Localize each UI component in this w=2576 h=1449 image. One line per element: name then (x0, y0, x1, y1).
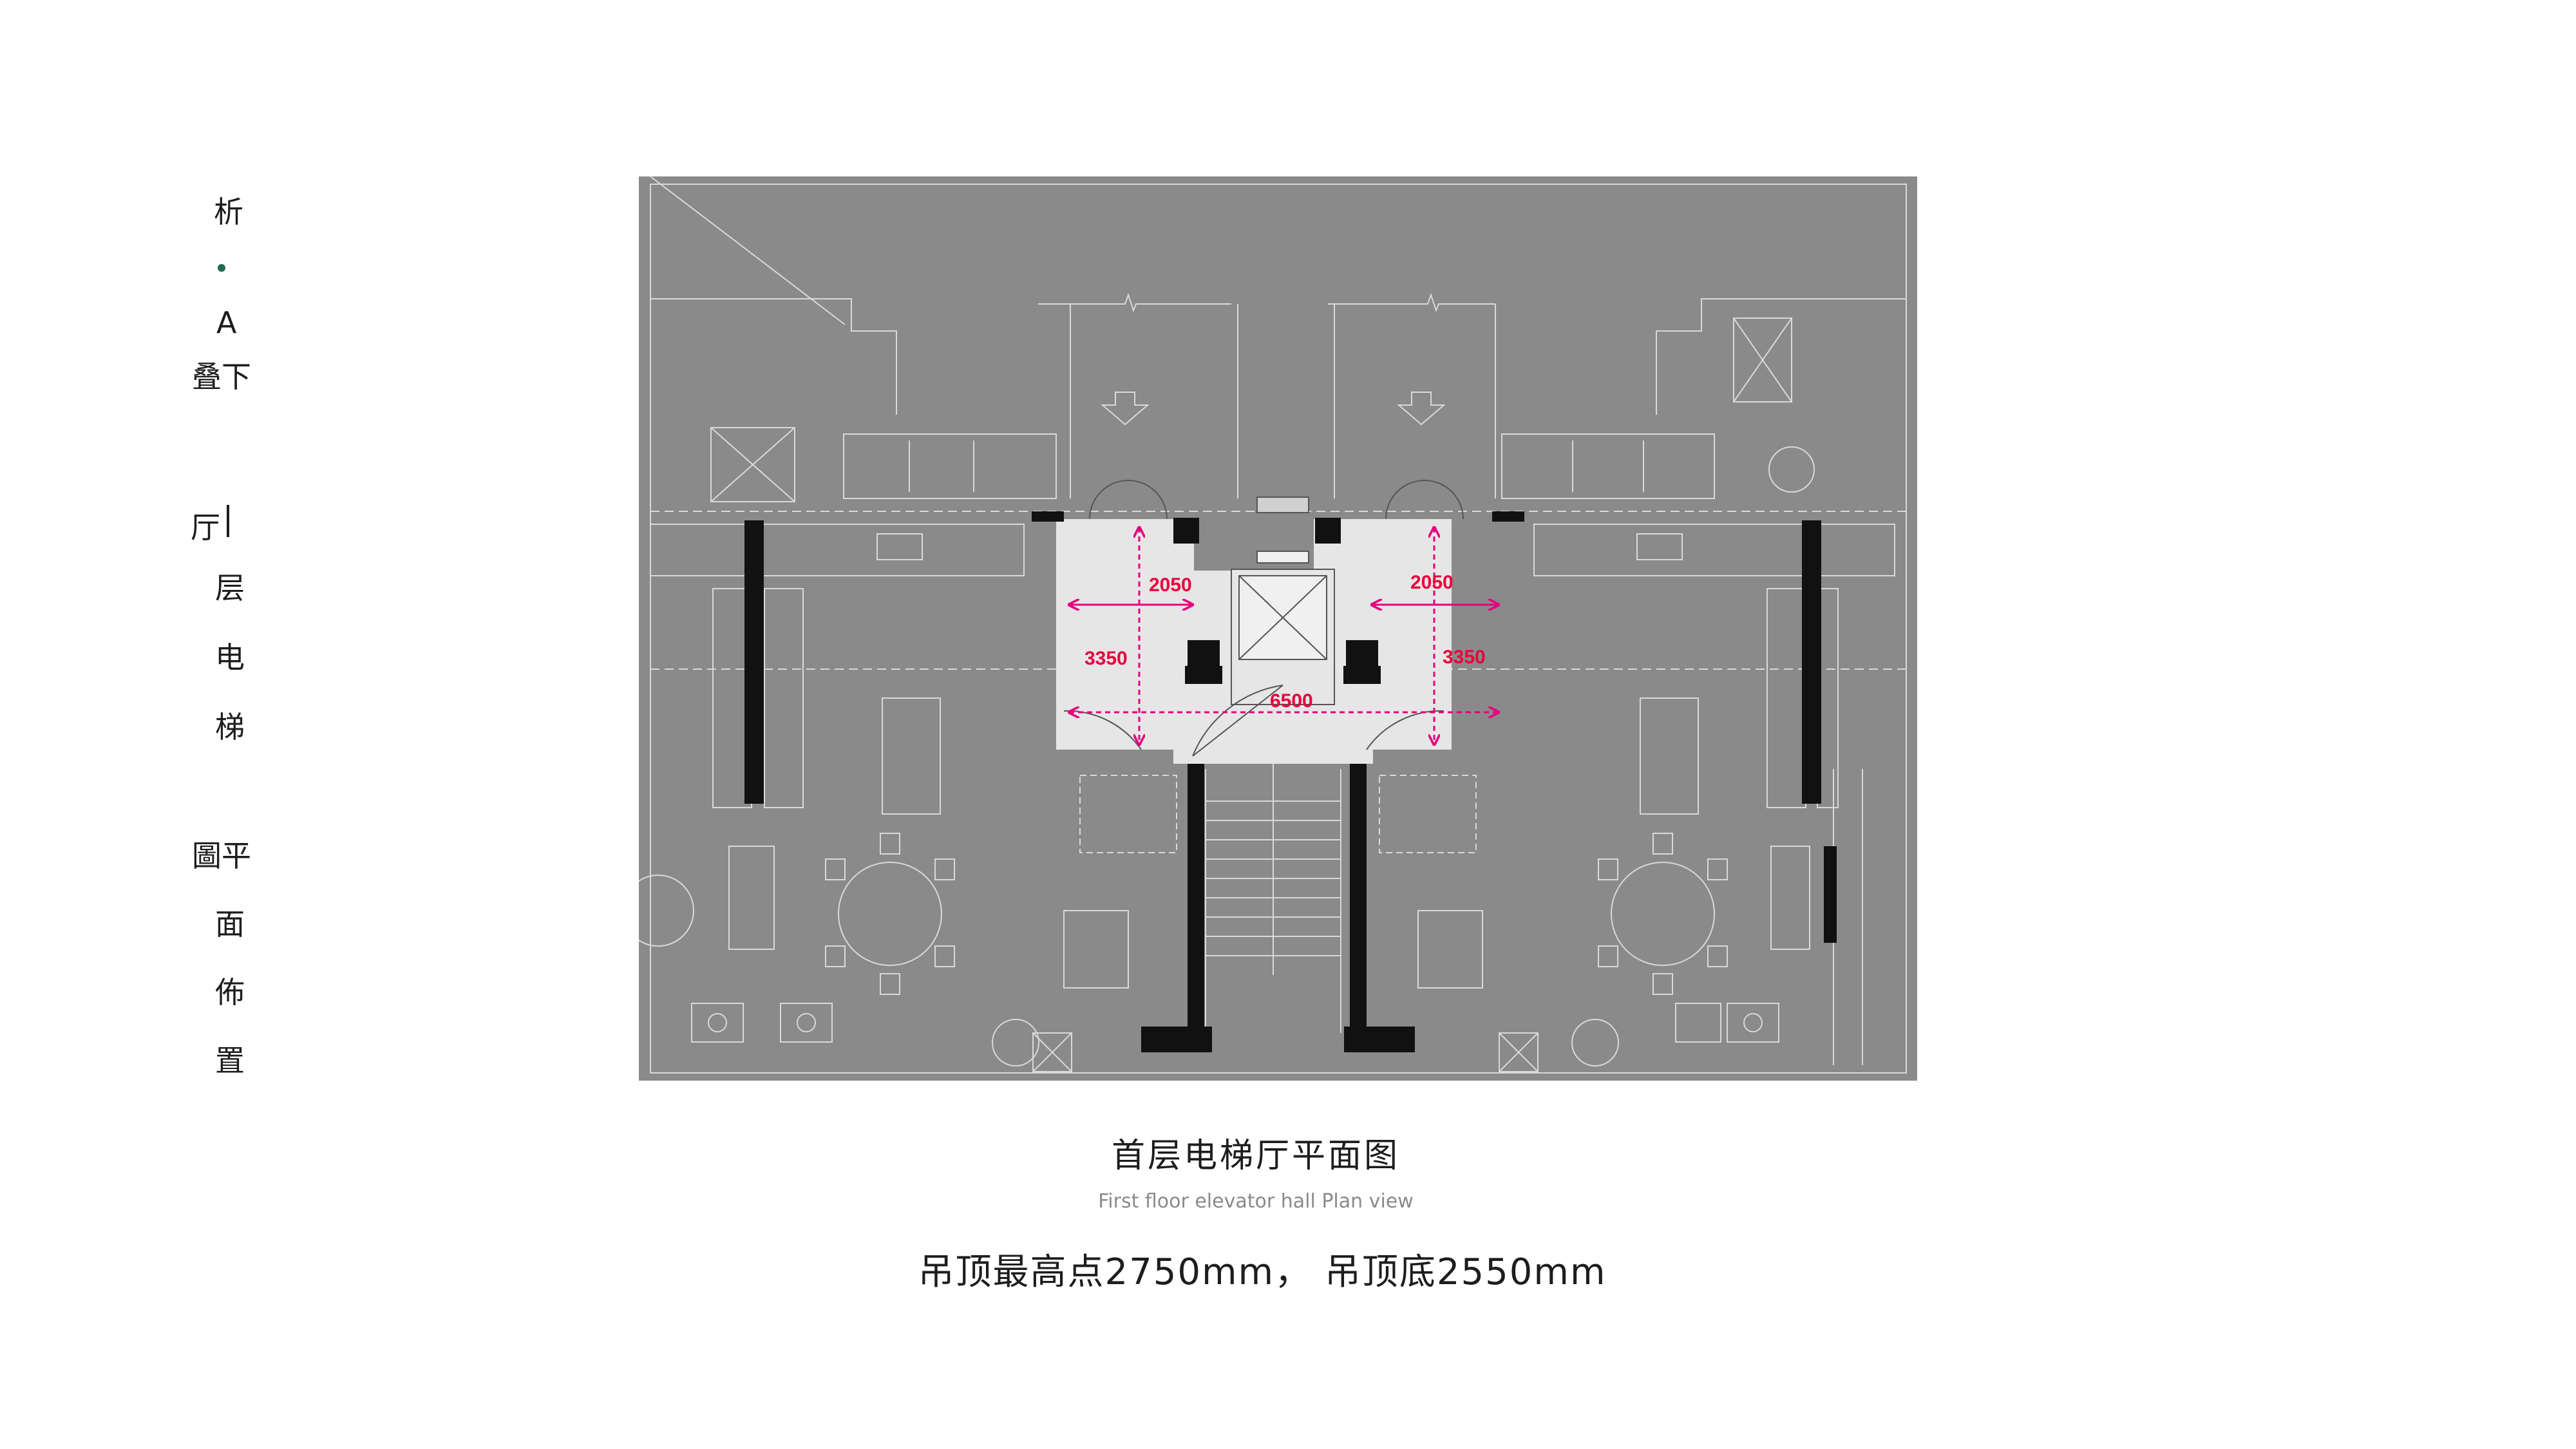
dimension-lines (1069, 527, 1499, 744)
dimension-left-width: 2050 (1149, 574, 1192, 596)
side-title-dot (218, 264, 225, 272)
plan-title: 首层电梯厅平面图 (1111, 1137, 1400, 1175)
side-title-char: 叠下 (192, 359, 251, 394)
ceiling-height-note: 吊顶最高点2750mm， 吊顶底2550mm (918, 1251, 1607, 1293)
side-title-char: 置 (215, 1043, 245, 1078)
side-title-char: 厅 (191, 510, 220, 545)
walls (744, 511, 1837, 1052)
side-title: 析 A 叠下 厅 层 电 梯 圖平 面 佈 置 (0, 0, 270, 1159)
side-title-char: 层 (215, 571, 245, 605)
dimension-left-depth: 3350 (1084, 648, 1128, 669)
dimension-right-depth: 3350 (1443, 647, 1486, 668)
floor-plan-drawing: 2050 2050 3350 3350 6500 (639, 176, 1907, 1074)
side-title-char: 电 (215, 640, 245, 675)
dimension-right-width: 2050 (1410, 572, 1454, 593)
side-title-char: A (216, 305, 237, 340)
side-title-char: 圖平 (192, 838, 251, 873)
side-title-char: 析 (214, 194, 243, 229)
side-title-char: 梯 (215, 710, 245, 744)
side-title-char: 佈 (215, 975, 245, 1010)
plan-subtitle: First floor elevator hall Plan view (1098, 1190, 1414, 1213)
side-title-char: 面 (215, 907, 245, 942)
side-title-bar (227, 505, 229, 537)
floor-plan: 2050 2050 3350 3350 6500 (639, 176, 1917, 1081)
dimension-total-width: 6500 (1270, 690, 1313, 712)
